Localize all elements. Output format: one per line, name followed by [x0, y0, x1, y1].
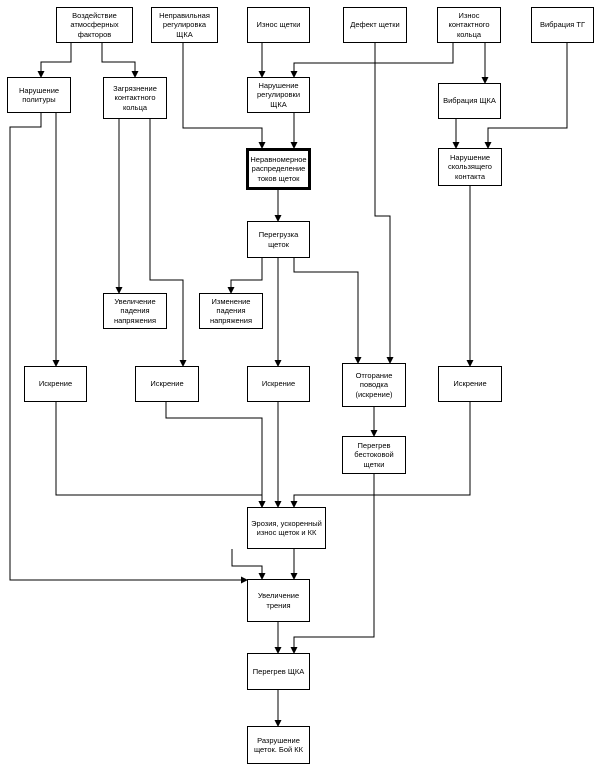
edge-wrong-adjust-uneven [182, 43, 266, 149]
node-polish-damage: Нарушение политуры [7, 77, 71, 113]
edge-spark2-erosion [165, 402, 266, 508]
node-adjust-violation: Нарушение регулировки ЩКА [247, 77, 310, 113]
edge-overload-drop-change [227, 258, 263, 294]
node-friction: Увеличение трения [247, 579, 310, 622]
node-ring-contamination: Загрязнение контактного кольца [103, 77, 167, 119]
edge-defect-lead-break [374, 43, 394, 364]
node-brush-overload: Перегрузка щеток [247, 221, 310, 258]
node-brush-defect: Дефект щетки [343, 7, 407, 43]
edge-ring-wear-adjust [290, 43, 454, 78]
node-erosion: Эрозия, ускоренный износ щеток и КК [247, 507, 326, 549]
node-uneven-current: Неравномерное распределение токов щеток [246, 148, 311, 190]
edge-overload-lead-break [293, 258, 362, 364]
node-shka-vibration: Вибрация ЩКА [438, 83, 501, 119]
node-overheat: Перегрев ЩКА [247, 653, 310, 690]
edge-erosion-side-friction [231, 549, 266, 580]
edge-lead-overheat-overheat [290, 474, 375, 654]
node-tg-vibration: Вибрация ТГ [531, 7, 594, 43]
node-brush-wear: Износ щетки [247, 7, 310, 43]
edge-weather-polish [37, 43, 72, 78]
node-weather: Воздействие атмосферных факторов [56, 7, 133, 43]
node-ring-wear: Износ контактного кольца [437, 7, 501, 43]
node-spark-2: Искрение [135, 366, 199, 402]
node-spark-3: Искрение [247, 366, 310, 402]
edge-weather-ring-contamination [101, 43, 139, 78]
edge-tg-vibration-sliding [484, 43, 568, 149]
node-spark-4: Искрение [438, 366, 502, 402]
node-wrong-adjustment: Неправильная регулировка ЩКА [151, 7, 218, 43]
node-drop-change: Изменение падения напряжения [199, 293, 263, 329]
node-destruction: Разрушение щеток. Бой КК [247, 726, 310, 764]
edge-polish-friction [9, 113, 248, 584]
edge-spark4-erosion [290, 402, 471, 508]
edge-contamination-spark2 [149, 119, 187, 367]
node-lead-overheat: Перегрев бестоковой щетки [342, 436, 406, 474]
node-lead-break: Отгорание поводка (искрение) [342, 363, 406, 407]
node-drop-increase: Увеличение падения напряжения [103, 293, 167, 329]
node-spark-1: Искрение [24, 366, 87, 402]
node-sliding-contact: Нарушение скользящего контакта [438, 148, 502, 186]
